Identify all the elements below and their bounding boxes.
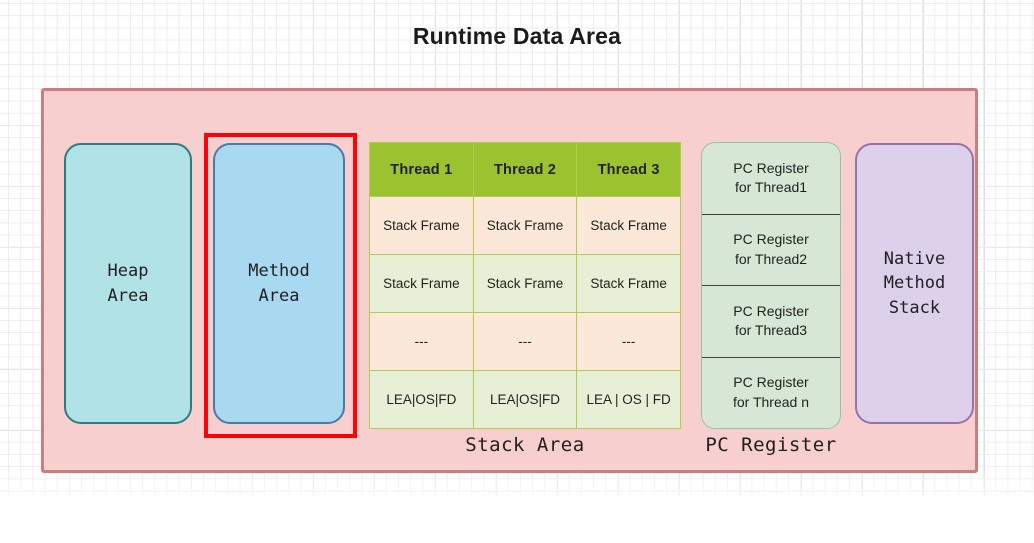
stack-area-header-thread-1: Thread 1 bbox=[369, 142, 474, 197]
stack-cell: --- bbox=[369, 312, 474, 371]
pc-register-cell-thread2: PC Register for Thread2 bbox=[702, 215, 840, 286]
stack-area-table: Thread 1 Thread 2 Thread 3 Stack Frame S… bbox=[369, 142, 681, 429]
stack-cell: Stack Frame bbox=[369, 254, 474, 313]
stack-cell: Stack Frame bbox=[369, 196, 474, 255]
page-title: Runtime Data Area bbox=[412, 23, 622, 49]
table-header-row: Thread 1 Thread 2 Thread 3 bbox=[369, 142, 681, 197]
stack-cell: LEA | OS | FD bbox=[576, 370, 681, 429]
native-method-stack-block[interactable]: Native Method Stack bbox=[855, 143, 974, 424]
method-area-highlight-box bbox=[204, 133, 357, 438]
stack-area-header-thread-2: Thread 2 bbox=[472, 142, 578, 197]
stack-cell: Stack Frame bbox=[576, 196, 681, 255]
table-row: Stack Frame Stack Frame Stack Frame bbox=[369, 254, 681, 313]
stack-cell: --- bbox=[472, 312, 578, 371]
stack-area-header-thread-3: Thread 3 bbox=[576, 142, 681, 197]
stack-cell: Stack Frame bbox=[472, 254, 578, 313]
stack-cell: LEA|OS|FD bbox=[369, 370, 474, 429]
method-area-block[interactable]: Method Area bbox=[213, 143, 345, 424]
table-row: LEA|OS|FD LEA|OS|FD LEA | OS | FD bbox=[369, 370, 681, 429]
grid-fade-overlay bbox=[0, 470, 1034, 543]
pc-register-cell-thread1: PC Register for Thread1 bbox=[702, 143, 840, 215]
stack-cell: Stack Frame bbox=[576, 254, 681, 313]
stack-area-caption: Stack Area bbox=[465, 434, 585, 456]
stack-cell: --- bbox=[576, 312, 681, 371]
stack-cell: LEA|OS|FD bbox=[472, 370, 578, 429]
runtime-data-area-container: Heap Area Method Area Thread 1 Thread 2 … bbox=[41, 88, 978, 473]
table-row: Stack Frame Stack Frame Stack Frame bbox=[369, 196, 681, 255]
heap-area-block[interactable]: Heap Area bbox=[64, 143, 192, 424]
pc-register-caption: PC Register bbox=[705, 434, 837, 456]
table-row: --- --- --- bbox=[369, 312, 681, 371]
pc-register-cell-thread3: PC Register for Thread3 bbox=[702, 286, 840, 358]
pc-register-cell-threadn: PC Register for Thread n bbox=[732, 374, 809, 410]
stack-cell: Stack Frame bbox=[472, 196, 578, 255]
pc-register-block: PC Register for Thread1 PC Register for … bbox=[701, 142, 841, 429]
